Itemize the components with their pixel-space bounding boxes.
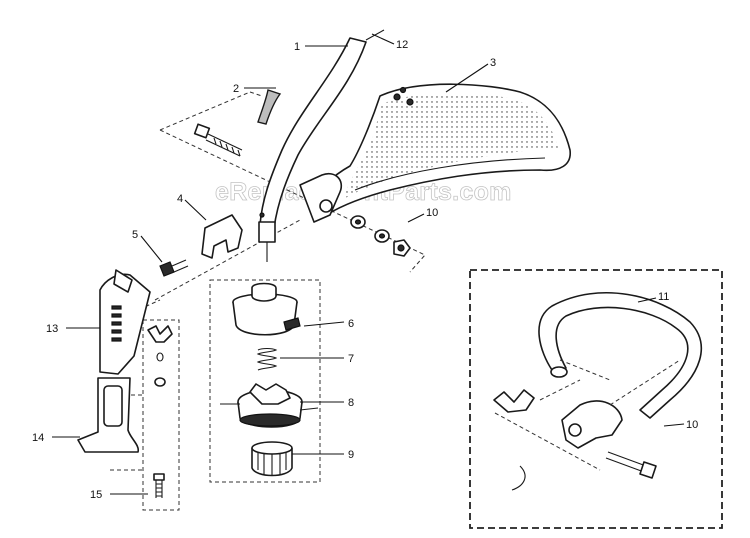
callout-15: 15	[90, 489, 102, 501]
callout-8: 8	[348, 397, 354, 409]
hardware-part-10-upper	[350, 215, 411, 257]
spool-part-8	[220, 383, 319, 428]
handle-hardware-outline	[142, 319, 180, 511]
spring-part-7	[256, 347, 278, 371]
bracket-part-4	[201, 214, 243, 259]
leader-lines	[52, 33, 685, 495]
shaft-part-1	[258, 37, 367, 262]
callout-11: 11	[658, 291, 669, 303]
bolt-part-10-lower	[605, 451, 657, 479]
callout-14: 14	[32, 432, 44, 444]
callout-10-upper: 10	[426, 207, 438, 219]
callout-10-lower: 10	[686, 419, 698, 431]
handle-part-14	[77, 377, 140, 453]
callout-6: 6	[348, 318, 354, 330]
callout-4: 4	[177, 193, 183, 205]
assist-handle-part-11	[538, 292, 703, 419]
handle-clamp	[561, 400, 623, 449]
long-bolt	[193, 123, 243, 157]
grip-part-2	[257, 89, 282, 125]
wing-nut-small	[147, 325, 173, 387]
screw-part-5	[159, 259, 189, 277]
callout-5: 5	[132, 229, 138, 241]
assist-handle-dashes	[494, 359, 681, 471]
callout-3: 3	[490, 57, 496, 69]
spool-assembly-outline	[209, 279, 321, 483]
callout-13: 13	[46, 323, 58, 335]
upper-assembly-outline	[159, 91, 426, 273]
knob-part-9	[251, 441, 293, 477]
handle-part-13	[99, 269, 151, 375]
callout-1: 1	[294, 41, 300, 53]
callout-7: 7	[348, 353, 354, 365]
callout-12: 12	[396, 39, 408, 51]
cord-line	[511, 465, 526, 491]
guard-part-3	[299, 83, 571, 223]
wing-nut-large	[493, 389, 535, 413]
spool-housing-part-6	[232, 282, 301, 336]
callout-2: 2	[233, 83, 239, 95]
assist-handle-box	[469, 269, 723, 529]
screw-part-15	[153, 473, 165, 498]
callout-9: 9	[348, 449, 354, 461]
